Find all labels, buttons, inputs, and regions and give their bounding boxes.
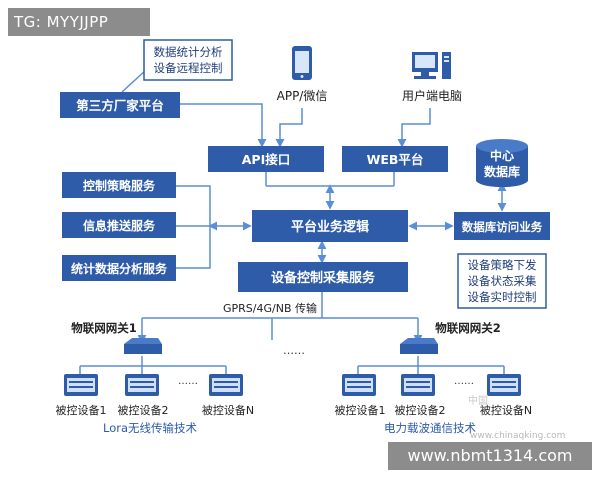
middle-dots: …… bbox=[283, 344, 305, 357]
label-transport: GPRS/4G/NB 传输 bbox=[223, 301, 317, 315]
note-box-device bbox=[457, 253, 547, 309]
note-stats-line1: 数据统计分析 bbox=[154, 45, 223, 59]
device-icon bbox=[342, 374, 376, 396]
label-info-push: 信息推送服务 bbox=[83, 218, 156, 233]
label-left-device-n: 被控设备N bbox=[202, 403, 254, 417]
watermark-top-left: TG: MYYJJPP bbox=[8, 8, 150, 36]
label-pc: 用户端电脑 bbox=[402, 88, 462, 103]
label-gateway1: 物联网网关1 bbox=[71, 321, 137, 335]
note-stats-line2: 设备远程控制 bbox=[154, 61, 223, 75]
device-icon bbox=[401, 374, 435, 396]
gateway2-icon bbox=[400, 338, 438, 354]
label-lora: Lora无线传输技术 bbox=[103, 421, 198, 435]
label-web: WEB平台 bbox=[367, 152, 424, 167]
label-right-device-2: 被控设备2 bbox=[395, 403, 446, 417]
box-control-policy bbox=[62, 172, 176, 198]
label-right-device-n: 被控设备N bbox=[480, 403, 532, 417]
watermark-bottom-right: www.nbmt1314.com bbox=[388, 442, 592, 470]
label-api: API接口 bbox=[242, 152, 291, 167]
note-device-line2: 设备状态采集 bbox=[468, 274, 537, 288]
phone-icon bbox=[292, 46, 312, 80]
gateway1-icon bbox=[124, 338, 162, 354]
connector-note-third-party bbox=[121, 69, 147, 93]
label-platform-logic: 平台业务逻辑 bbox=[291, 219, 369, 235]
connectors bbox=[79, 69, 507, 374]
device-icon bbox=[209, 374, 243, 396]
connector-pc-web bbox=[397, 108, 431, 148]
label-left-device-1: 被控设备1 bbox=[56, 403, 107, 417]
label-plc: 电力载波通信技术 bbox=[384, 421, 476, 435]
connector-third-party-api bbox=[180, 103, 267, 148]
box-web bbox=[342, 146, 448, 172]
label-db-access: 数据库访问业务 bbox=[462, 220, 543, 234]
site-watermark: www.chinaqking.com bbox=[470, 431, 565, 441]
label-gateway2: 物联网网关2 bbox=[435, 321, 501, 335]
box-device-collect bbox=[238, 262, 408, 292]
label-right-device-1: 被控设备1 bbox=[335, 403, 386, 417]
connector-service-bracket bbox=[176, 185, 211, 269]
label-db-line1: 中心 bbox=[490, 148, 514, 163]
dots-right: …… bbox=[454, 376, 474, 387]
box-db-access bbox=[454, 212, 550, 240]
box-stats-service bbox=[62, 255, 176, 281]
note-box-stats-remote bbox=[143, 39, 233, 81]
box-platform-logic bbox=[252, 210, 408, 242]
box-third-party bbox=[60, 92, 180, 118]
label-app: APP/微信 bbox=[277, 89, 328, 103]
label-third-party: 第三方厂家平台 bbox=[76, 98, 164, 113]
database-icon bbox=[476, 139, 528, 187]
device-icon bbox=[487, 374, 521, 396]
label-device-collect: 设备控制采集服务 bbox=[271, 270, 376, 286]
connector-app-api bbox=[275, 108, 303, 148]
pc-icon bbox=[412, 52, 451, 79]
label-db-line2: 数据库 bbox=[484, 164, 520, 179]
note-device-line1: 设备策略下发 bbox=[468, 258, 537, 272]
device-icon bbox=[64, 374, 98, 396]
site-watermark-cn: 中国 bbox=[468, 394, 488, 407]
device-icon bbox=[125, 374, 159, 396]
note-device-line3: 设备实时控制 bbox=[468, 290, 537, 304]
label-left-device-2: 被控设备2 bbox=[118, 403, 169, 417]
box-api bbox=[208, 146, 324, 172]
label-stats-service: 统计数据分析服务 bbox=[71, 261, 168, 276]
box-info-push bbox=[62, 212, 176, 238]
label-control-policy: 控制策略服务 bbox=[83, 178, 156, 193]
dots-left: …… bbox=[178, 376, 198, 387]
